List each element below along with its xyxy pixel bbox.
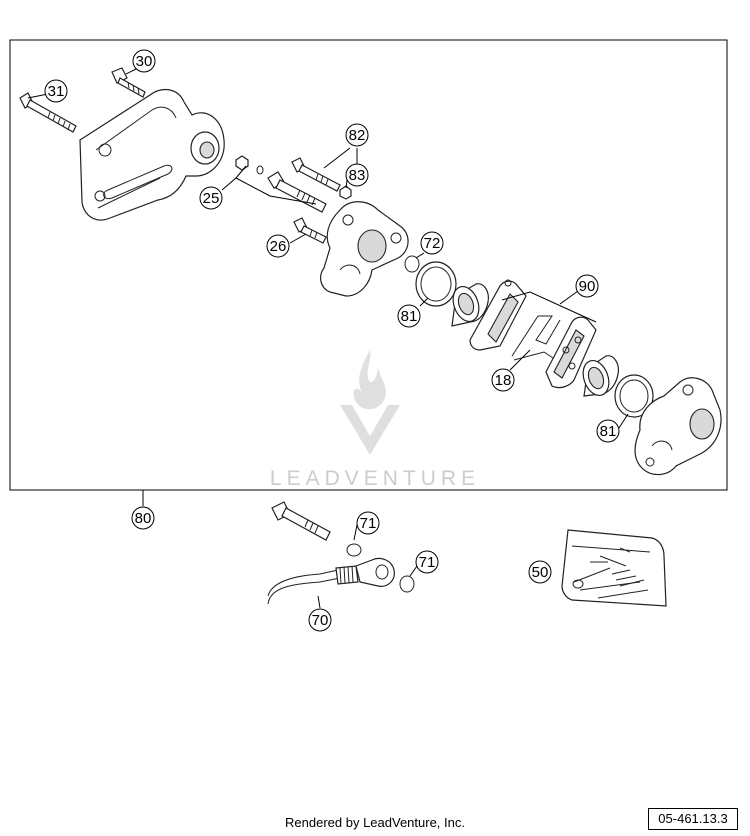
- banjo-bolt: [271, 501, 331, 541]
- svg-text:31: 31: [48, 83, 65, 100]
- svg-text:70: 70: [312, 612, 329, 629]
- callout-81-upper: 81: [397, 304, 421, 328]
- callout-71-lower: 71: [415, 550, 439, 574]
- bolt-82: [291, 157, 341, 192]
- brake-pad-spring-18: [511, 315, 561, 361]
- seal-ring-81-lower: [614, 374, 654, 418]
- callout-18: 18: [491, 368, 515, 392]
- callout-26: 26: [266, 234, 290, 258]
- caliper-bracket: [79, 88, 225, 221]
- svg-text:25: 25: [203, 190, 220, 207]
- washer-71-a: [346, 543, 362, 557]
- assembly-frame: [9, 39, 728, 491]
- seal-ring-81-upper: [415, 261, 457, 307]
- svg-text:30: 30: [136, 53, 153, 70]
- callout-50: 50: [528, 560, 552, 584]
- nut-25: [235, 155, 264, 175]
- bolt-30: [111, 67, 146, 98]
- svg-text:83: 83: [349, 167, 366, 184]
- svg-text:80: 80: [135, 510, 152, 527]
- svg-text:72: 72: [424, 235, 441, 252]
- o-ring-72: [404, 255, 420, 273]
- bolt-31: [19, 92, 77, 133]
- callout-82: 82: [345, 123, 369, 147]
- svg-text:18: 18: [495, 372, 512, 389]
- callout-30: 30: [132, 49, 156, 73]
- svg-text:71: 71: [360, 515, 377, 532]
- callout-72: 72: [420, 231, 444, 255]
- washer-71-b: [399, 575, 415, 593]
- svg-text:90: 90: [579, 278, 596, 295]
- document-code-box: 05-461.13.3: [648, 808, 738, 830]
- nut-83: [339, 185, 352, 200]
- brake-hose-70: [267, 557, 395, 605]
- leadventure-watermark-logo: [340, 350, 400, 455]
- callout-71-upper: 71: [356, 511, 380, 535]
- callout-90: 90: [575, 274, 599, 298]
- piston-upper: [451, 283, 489, 327]
- callout-83: 83: [345, 163, 369, 187]
- callout-70: 70: [308, 608, 332, 632]
- brake-pad-left: [469, 279, 527, 351]
- callout-25: 25: [199, 186, 223, 210]
- piston-lower: [582, 355, 619, 397]
- svg-text:71: 71: [419, 554, 436, 571]
- callout-31: 31: [44, 79, 68, 103]
- bolt-26: [293, 217, 327, 244]
- watermark-text: LEADVENTURE: [270, 467, 480, 490]
- leader-lines: [27, 67, 629, 609]
- caliper-housing-outer: [634, 377, 722, 476]
- svg-text:26: 26: [270, 238, 287, 255]
- svg-text:50: 50: [532, 564, 549, 581]
- callout-81-lower: 81: [596, 419, 620, 443]
- callout-80: 80: [131, 506, 155, 530]
- svg-text:81: 81: [600, 423, 617, 440]
- svg-text:82: 82: [349, 127, 366, 144]
- svg-text:81: 81: [401, 308, 418, 325]
- footer-credit: Rendered by LeadVenture, Inc.: [285, 815, 465, 830]
- caliper-housing-inner: [320, 201, 409, 297]
- brake-pad-right: [545, 316, 597, 389]
- repair-kit-bag-50: [561, 529, 667, 607]
